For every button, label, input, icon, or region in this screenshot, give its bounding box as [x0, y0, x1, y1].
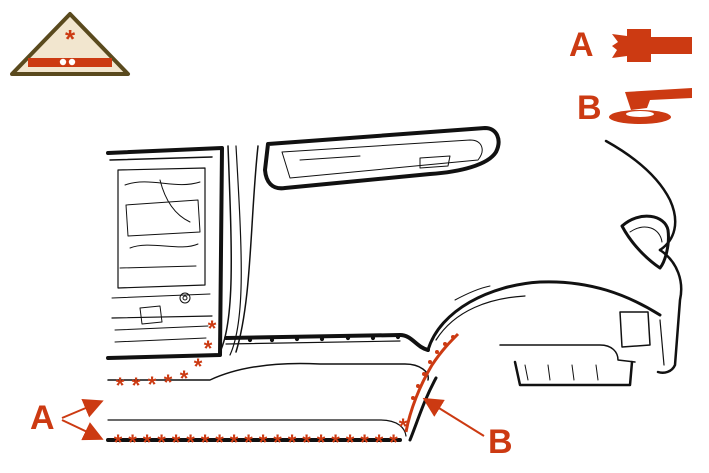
spot-weld-marker: * [302, 430, 311, 455]
spot-weld-marker: * [180, 366, 189, 391]
spot-weld-marker: * [116, 373, 125, 398]
spot-weld-marker: * [360, 430, 369, 455]
spot-weld-marker: * [375, 430, 384, 455]
spot-weld-marker: * [201, 430, 210, 455]
spot-weld-marker: * [143, 430, 152, 455]
spot-weld-marker: * [317, 430, 326, 455]
spot-weld-marker: * [194, 354, 203, 379]
legend-b-label: B [577, 89, 602, 127]
spot-weld-marker: * [186, 430, 195, 455]
callout-a-label: A [30, 399, 55, 437]
spot-weld-marker: * [331, 430, 340, 455]
grind-line-path [404, 332, 460, 433]
spot-weld-marker: * [399, 414, 408, 439]
spot-weld-marker: * [273, 430, 282, 455]
spot-weld-drill-icon [612, 29, 692, 62]
weld-warning-triangle-icon: * [10, 12, 130, 76]
spot-weld-marker: * [157, 430, 166, 455]
spot-weld-marker: * [259, 430, 268, 455]
spot-weld-marker: * [215, 430, 224, 455]
spot-weld-marker: * [114, 430, 123, 455]
spot-weld-marker: * [346, 430, 355, 455]
spot-weld-marker: * [172, 430, 181, 455]
spot-weld-marker: * [164, 370, 173, 395]
spot-weld-marker: * [244, 430, 253, 455]
legend-a-label: A [569, 26, 594, 64]
spot-weld-marker: * [389, 430, 398, 455]
spot-weld-marker: * [128, 430, 137, 455]
spot-weld-markers: ***************************** [114, 316, 408, 455]
callout-b-arrow [422, 397, 485, 437]
grinding-disc-icon [609, 88, 692, 124]
callout-a-arrows [61, 398, 104, 441]
spot-weld-marker: * [208, 316, 217, 341]
spot-weld-marker: * [230, 430, 239, 455]
callout-b-label: B [488, 423, 513, 461]
spot-weld-marker: * [288, 430, 297, 455]
weld-symbol: * [65, 24, 76, 54]
spot-weld-marker: * [204, 336, 213, 361]
spot-weld-marker: * [148, 372, 157, 397]
spot-weld-marker: * [132, 373, 141, 398]
vehicle-side-panel [106, 126, 683, 442]
